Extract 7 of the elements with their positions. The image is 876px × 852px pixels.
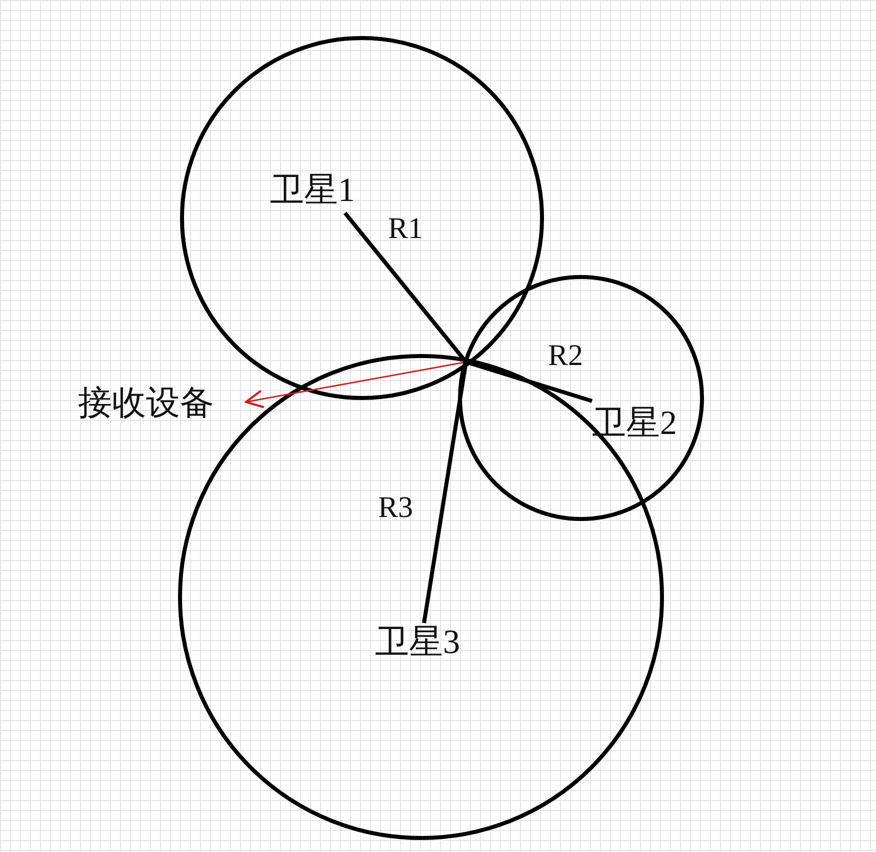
satellite-label: 卫星3 (375, 624, 460, 662)
edge-label: R1 (388, 213, 424, 245)
satellite-label: 卫星2 (592, 405, 677, 443)
receiver-label: 接收设备 (78, 385, 214, 423)
satellite-label: 卫星1 (270, 172, 355, 210)
edge-label: R2 (548, 340, 584, 372)
edge-label: R3 (378, 492, 414, 524)
